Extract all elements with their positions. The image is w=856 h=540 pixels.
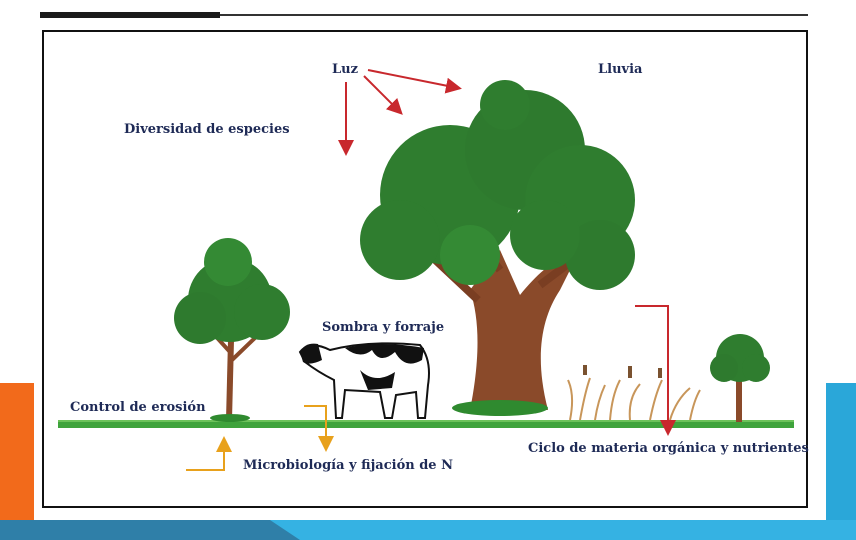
microbiologia-label: Microbiología y fijación de N — [243, 458, 453, 473]
small-tree-left — [174, 238, 290, 422]
sombra-label: Sombra y forraje — [322, 320, 444, 335]
ciclo-label: Ciclo de materia orgánica y nutrientes — [528, 441, 809, 456]
lluvia-label: Lluvia — [598, 62, 642, 77]
dry-grass — [568, 365, 700, 420]
ground-line — [58, 420, 794, 428]
small-tree-right — [710, 334, 770, 422]
erosion-label: Control de erosión — [70, 400, 206, 415]
luz-label: Luz — [332, 62, 358, 77]
diversidad-label: Diversidad de especies — [124, 122, 290, 137]
